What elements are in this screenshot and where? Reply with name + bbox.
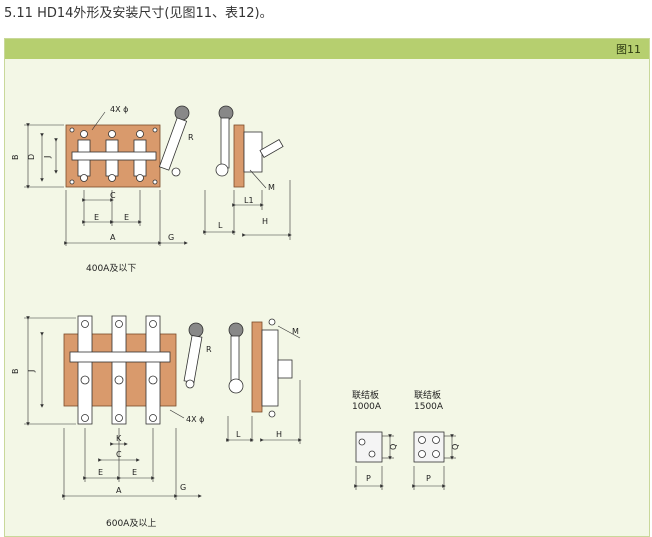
- link-plate-1000-dims: [354, 434, 394, 490]
- dim-E-large-2: E: [132, 468, 137, 477]
- link-plate-1500-label: 联结板: [414, 389, 441, 401]
- link-plate-labels: 联结板 1000A 联结板 1500A: [352, 389, 444, 412]
- dim-C-small: C: [110, 191, 116, 200]
- link-plate-1500-value: 1500A: [414, 402, 444, 412]
- dim-P-1000: P: [366, 474, 371, 483]
- dim-J-small: J: [43, 156, 52, 159]
- dimension-labels-large: B J 4X ϕ K C E E A G R: [11, 345, 212, 495]
- dim-4x-phi-small: 4X ϕ: [110, 105, 128, 114]
- dim-4x-phi-large: 4X ϕ: [186, 415, 204, 424]
- dim-R-large: R: [206, 345, 212, 354]
- side-labels-small: L L1 H M: [218, 183, 275, 230]
- dim-D-small: D: [27, 154, 36, 160]
- dim-M-large: M: [292, 327, 299, 336]
- dim-E-large-1: E: [98, 468, 103, 477]
- operating-handle-small: [158, 105, 190, 177]
- side-dims-large: [226, 325, 302, 444]
- operating-handle-large: [183, 322, 204, 389]
- dim-H-small: H: [262, 217, 268, 226]
- figure-panel: 图11: [4, 38, 650, 537]
- dim-C-large: C: [116, 450, 122, 459]
- dimension-lines-small: [24, 111, 188, 246]
- link-plate-1000-label: 联结板: [352, 389, 379, 401]
- side-view-small: [215, 105, 284, 188]
- dim-E-small-1: E: [94, 213, 99, 222]
- dim-L-large: L: [236, 430, 241, 439]
- dimension-labels-small: B D J 4X ϕ C E E A G R: [11, 105, 194, 242]
- dim-R-small: R: [188, 133, 194, 142]
- dim-B-large: B: [11, 369, 20, 375]
- dim-A-small: A: [110, 233, 116, 242]
- dim-L-small: L: [218, 221, 223, 230]
- link-plate-1500-dims: [412, 434, 456, 490]
- dim-B-small: B: [11, 155, 20, 161]
- link-plate-1000-value: 1000A: [352, 402, 382, 412]
- dim-Q-1500: Q: [451, 444, 460, 450]
- dim-M-small: M: [268, 183, 275, 192]
- dim-H-large: H: [276, 430, 282, 439]
- caption-small: 400A及以下: [86, 263, 136, 274]
- side-dims-small: [203, 169, 292, 240]
- figure-title-bar: 图11: [5, 39, 649, 59]
- side-labels-large: L H M: [236, 327, 299, 439]
- dimension-lines-large: [24, 316, 202, 500]
- dim-P-1500: P: [426, 474, 431, 483]
- dim-K-large: K: [116, 434, 122, 443]
- front-view-large: [63, 315, 177, 425]
- side-view-large: [228, 318, 293, 418]
- dim-L1-small: L1: [244, 196, 254, 205]
- caption-large: 600A及以上: [106, 518, 156, 529]
- section-heading: 5.11 HD14外形及安装尺寸(见图11、表12)。: [4, 6, 273, 21]
- dim-A-large: A: [116, 486, 122, 495]
- dim-G-large: G: [180, 483, 186, 492]
- dim-J-large: J: [27, 370, 36, 373]
- link-plate-1000: [355, 431, 383, 463]
- dim-E-small-2: E: [124, 213, 129, 222]
- dim-G-small: G: [168, 233, 174, 242]
- figure-label: 图11: [616, 43, 641, 56]
- front-view-small: [65, 124, 161, 188]
- dim-Q-1000: Q: [389, 444, 398, 450]
- link-plate-1500: [413, 431, 445, 463]
